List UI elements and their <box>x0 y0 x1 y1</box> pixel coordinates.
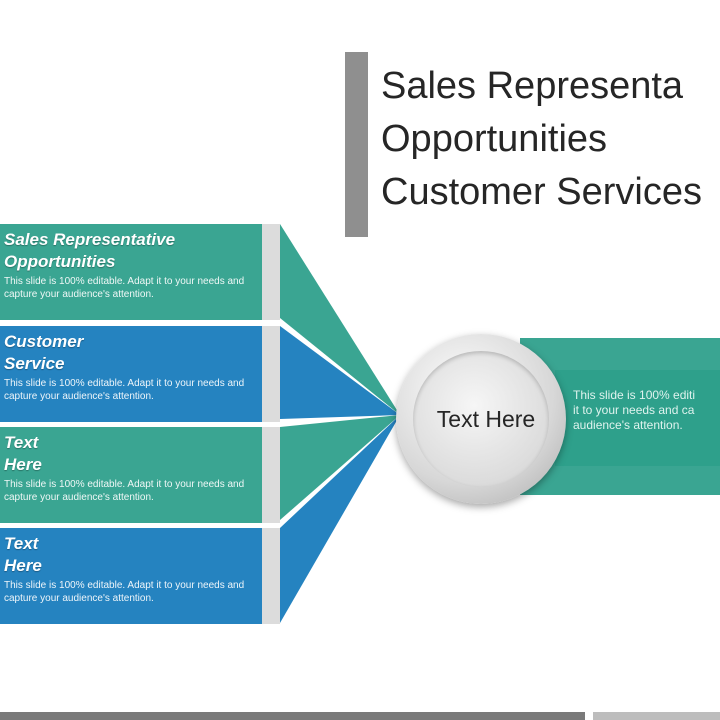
right-panel-line: This slide is 100% editi <box>573 388 696 402</box>
box-title: Text Here <box>4 534 42 575</box>
box-description: This slide is 100% editable. Adapt it to… <box>4 479 245 503</box>
hub-label: Text Here <box>436 405 536 432</box>
bottom-divider-light <box>593 712 720 720</box>
right-panel-inner <box>555 370 720 466</box>
box-separator <box>262 427 280 523</box>
bottom-divider <box>0 712 585 720</box>
title-line-2: Opportunities <box>381 118 608 160</box>
box-separator <box>262 326 280 422</box>
title-line-3: Customer Services <box>381 171 702 213</box>
connector-4 <box>280 415 400 623</box>
box-title: Sales Representative Opportunities <box>4 230 176 271</box>
box-description: This slide is 100% editable. Adapt it to… <box>4 580 245 604</box>
box-sales-representative: Sales Representative Opportunities This … <box>0 224 262 320</box>
box-customer-service: Customer Service This slide is 100% edit… <box>0 326 262 422</box>
box-separator <box>262 224 280 320</box>
slide-title: Sales Representa Opportunities Customer … <box>381 60 720 219</box>
connector-1 <box>280 224 400 415</box>
right-panel-text: This slide is 100% editi it to your need… <box>573 388 720 433</box>
box-text-here-2: Text Here This slide is 100% editable. A… <box>0 528 262 624</box>
right-panel-line: audience's attention. <box>573 418 683 432</box>
hub-circle-inner <box>413 351 549 487</box>
title-accent-bar <box>345 52 368 237</box>
box-separator <box>262 528 280 624</box>
box-text-here-1: Text Here This slide is 100% editable. A… <box>0 427 262 523</box>
title-line-1: Sales Representa <box>381 65 684 107</box>
box-description: This slide is 100% editable. Adapt it to… <box>4 276 245 300</box>
connector-3 <box>280 415 400 520</box>
connector-2 <box>280 326 400 419</box>
right-panel-line: it to your needs and ca <box>573 403 695 417</box>
box-title: Customer Service <box>4 332 84 373</box>
box-description: This slide is 100% editable. Adapt it to… <box>4 378 245 402</box>
box-title: Text Here <box>4 433 42 474</box>
